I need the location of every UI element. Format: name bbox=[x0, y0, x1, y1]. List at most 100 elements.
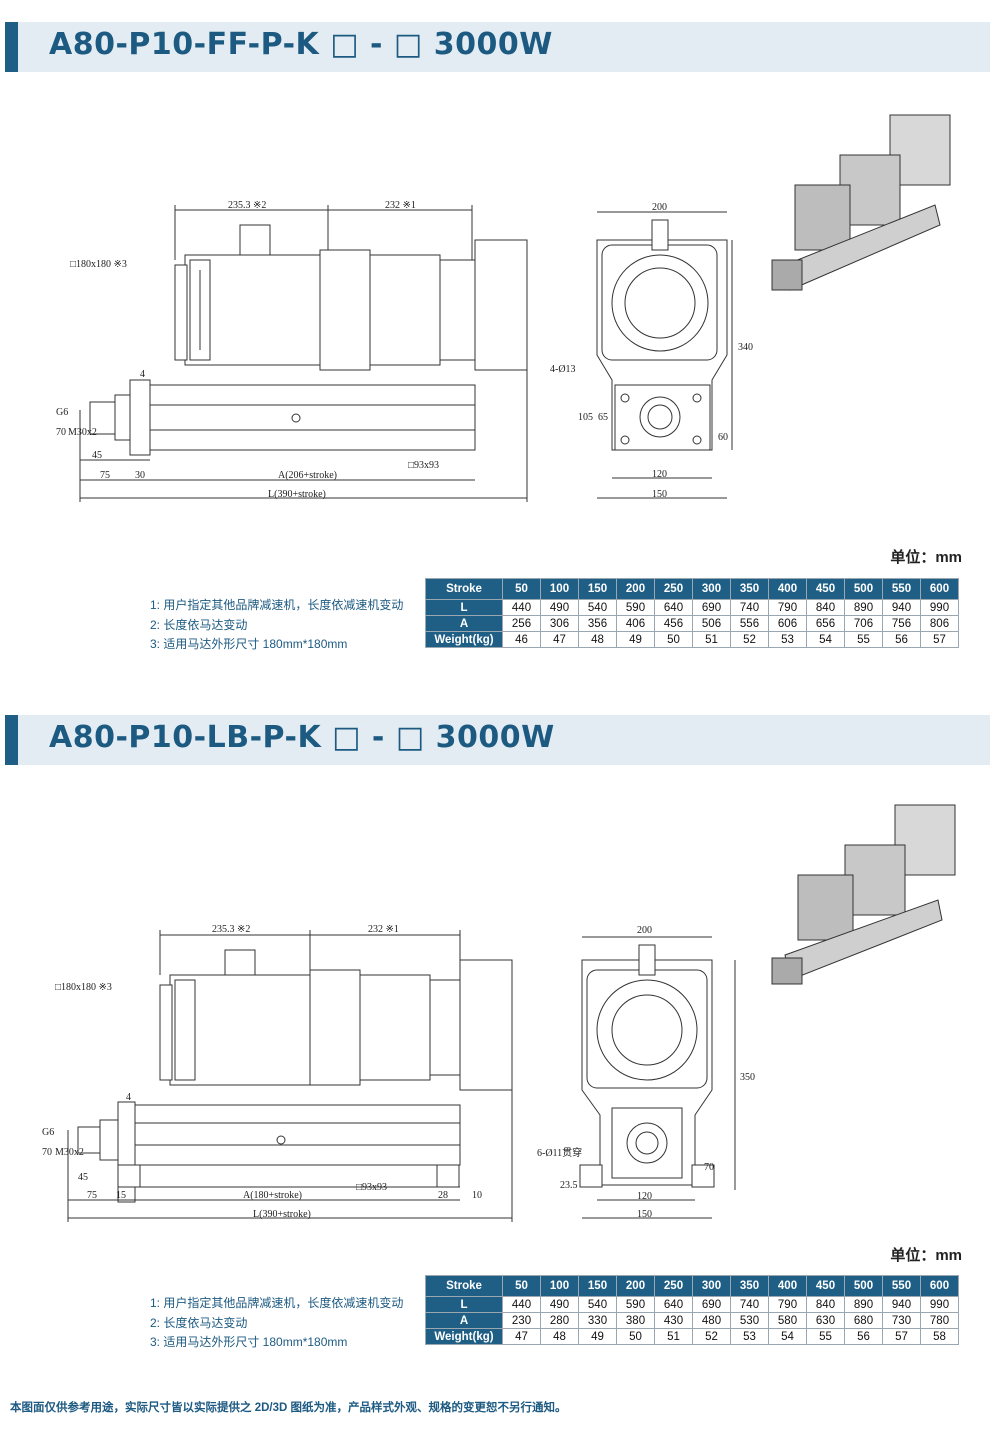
table-cell: 706 bbox=[844, 615, 883, 632]
table-cell: 57 bbox=[882, 1328, 921, 1345]
table-cell: 47 bbox=[502, 1328, 541, 1345]
stroke-col: 300 bbox=[692, 578, 731, 600]
table-cell: 690 bbox=[692, 1296, 731, 1313]
table-cell: 530 bbox=[730, 1312, 769, 1329]
table-cell: 56 bbox=[844, 1328, 883, 1345]
table-cell: 54 bbox=[806, 631, 845, 648]
end-105: 105 bbox=[578, 412, 593, 423]
table-cell: 756 bbox=[882, 615, 921, 632]
stroke-col: 450 bbox=[806, 578, 845, 600]
stroke-col: 200 bbox=[616, 1275, 655, 1297]
end-150: 150 bbox=[637, 1209, 652, 1220]
table-cell: 630 bbox=[806, 1312, 845, 1329]
table-cell: 50 bbox=[654, 631, 693, 648]
table-cell: 52 bbox=[730, 631, 769, 648]
stroke-col: 50 bbox=[502, 578, 541, 600]
end-60: 60 bbox=[718, 432, 728, 443]
table-cell: 640 bbox=[654, 1296, 693, 1313]
stroke-col: 100 bbox=[540, 578, 579, 600]
section-title: A80-P10-LB-P-K □ - □ 3000W bbox=[49, 720, 555, 755]
table-cell: 590 bbox=[616, 1296, 655, 1313]
table-cell: 506 bbox=[692, 615, 731, 632]
table-cell: 940 bbox=[882, 1296, 921, 1313]
table-cell: 730 bbox=[882, 1312, 921, 1329]
table-cell: 48 bbox=[540, 1328, 579, 1345]
table-cell: 440 bbox=[502, 599, 541, 616]
stroke-col: 400 bbox=[768, 1275, 807, 1297]
end-width: 200 bbox=[652, 202, 667, 213]
stroke-col: 350 bbox=[730, 578, 769, 600]
dim-75: 75 bbox=[100, 470, 110, 481]
table-cell: 280 bbox=[540, 1312, 579, 1329]
notes: 1: 用户指定其他品牌减速机，长度依减速机变动 2: 长度依马达变动 3: 适用… bbox=[150, 1294, 403, 1353]
table-cell: 490 bbox=[540, 599, 579, 616]
end-width: 200 bbox=[637, 925, 652, 936]
table-cell: 50 bbox=[616, 1328, 655, 1345]
note-3: 3: 适用马达外形尺寸 180mm*180mm bbox=[150, 637, 348, 651]
end-65: 65 bbox=[598, 412, 608, 423]
stroke-col: 500 bbox=[844, 578, 883, 600]
end-150: 150 bbox=[652, 489, 667, 500]
table-cell: 58 bbox=[920, 1328, 959, 1345]
unit-label: 单位：mm bbox=[890, 549, 962, 566]
dim-l: L(390+stroke) bbox=[253, 1209, 311, 1220]
dim-75: 75 bbox=[87, 1190, 97, 1201]
note-2: 2: 长度依马达变动 bbox=[150, 1315, 248, 1330]
dim-15: 15 bbox=[116, 1190, 126, 1201]
table-cell: 940 bbox=[882, 599, 921, 616]
stroke-col: 400 bbox=[768, 578, 807, 600]
row-label: A bbox=[425, 1312, 503, 1329]
table-cell: 540 bbox=[578, 599, 617, 616]
table-cell: 490 bbox=[540, 1296, 579, 1313]
table-cell: 606 bbox=[768, 615, 807, 632]
table-cell: 230 bbox=[502, 1312, 541, 1329]
section-title: A80-P10-FF-P-K □ - □ 3000W bbox=[49, 27, 553, 62]
dim-m30: M30x2 bbox=[55, 1147, 84, 1158]
stroke-col: 250 bbox=[654, 1275, 693, 1297]
section-header: A80-P10-LB-P-K □ - □ 3000W bbox=[5, 715, 990, 765]
table-cell: 48 bbox=[578, 631, 617, 648]
table-cell: 740 bbox=[730, 1296, 769, 1313]
table-cell: 53 bbox=[768, 631, 807, 648]
end-120: 120 bbox=[652, 469, 667, 480]
dim-70: 70 bbox=[56, 427, 66, 438]
stroke-col: 500 bbox=[844, 1275, 883, 1297]
dim-m30: M30x2 bbox=[68, 427, 97, 438]
end-height: 340 bbox=[738, 342, 753, 353]
stroke-col: 600 bbox=[920, 1275, 959, 1297]
dim-profile: □93x93 bbox=[408, 460, 439, 471]
table-cell: 52 bbox=[692, 1328, 731, 1345]
table-cell: 380 bbox=[616, 1312, 655, 1329]
stroke-col: 350 bbox=[730, 1275, 769, 1297]
table-cell: 680 bbox=[844, 1312, 883, 1329]
row-label: Weight(kg) bbox=[425, 1328, 503, 1345]
table-cell: 51 bbox=[654, 1328, 693, 1345]
stroke-col: 300 bbox=[692, 1275, 731, 1297]
table-cell: 456 bbox=[654, 615, 693, 632]
table-cell: 306 bbox=[540, 615, 579, 632]
stroke-col: 450 bbox=[806, 1275, 845, 1297]
header-accent-bar bbox=[5, 715, 18, 765]
table-cell: 640 bbox=[654, 599, 693, 616]
dim-4: 4 bbox=[140, 369, 145, 380]
stroke-col: 50 bbox=[502, 1275, 541, 1297]
end-holes: 4-Ø13 bbox=[550, 364, 576, 375]
unit-label: 单位：mm bbox=[890, 1247, 962, 1264]
table-cell: 590 bbox=[616, 599, 655, 616]
note-1: 1: 用户指定其他品牌减速机，长度依减速机变动 bbox=[150, 1296, 404, 1310]
dim-45: 45 bbox=[92, 450, 102, 461]
spec-table: Stroke 50 100 150 200 250 300 350 400 45… bbox=[425, 1275, 959, 1345]
dim-28: 28 bbox=[438, 1190, 448, 1201]
stroke-col: 100 bbox=[540, 1275, 579, 1297]
table-cell: 990 bbox=[920, 599, 959, 616]
section-header: A80-P10-FF-P-K □ - □ 3000W bbox=[5, 22, 990, 72]
stroke-col: 200 bbox=[616, 578, 655, 600]
table-cell: 840 bbox=[806, 599, 845, 616]
table-cell: 806 bbox=[920, 615, 959, 632]
dim-l: L(390+stroke) bbox=[268, 489, 326, 500]
stroke-col: 250 bbox=[654, 578, 693, 600]
table-cell: 440 bbox=[502, 1296, 541, 1313]
